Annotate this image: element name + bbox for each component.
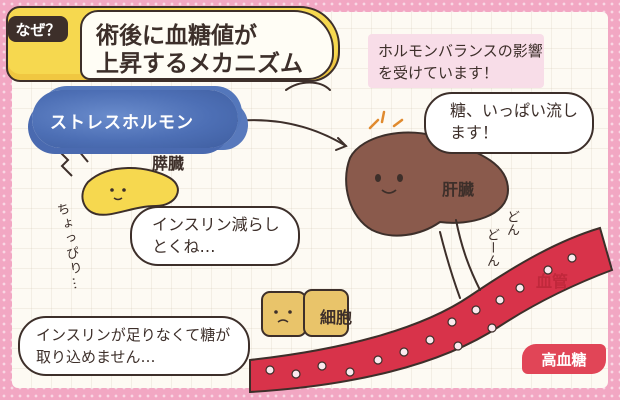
- page-title-line2: 上昇するメカニズム: [96, 51, 303, 77]
- hormone-note-text: ホルモンバランスの影響を受けています！: [378, 42, 543, 82]
- stress-hormone-label: ストレスホルモン: [50, 113, 194, 133]
- pancreas-label: 膵臓: [152, 154, 185, 173]
- liver-illustration: [345, 110, 510, 237]
- cell-label: 細胞: [320, 308, 353, 327]
- liver-sfx-1: どん: [504, 210, 519, 236]
- liver-label: 肝臓: [442, 180, 475, 199]
- high-blood-sugar-tag: 高血糖: [522, 344, 606, 374]
- title-box: [80, 10, 334, 80]
- blood-vessel-label: 血管: [536, 272, 569, 291]
- cell-illustration: [261, 289, 349, 337]
- hormone-note-box: [368, 34, 544, 88]
- cell-speech-bubble: インスリンが足りなくて糖が取り込めません…: [18, 316, 250, 376]
- pancreas-illustration: [57, 149, 179, 216]
- pancreas-speech-bubble: インスリン減らしとくね…: [130, 206, 300, 266]
- why-tag: なぜ？: [8, 16, 68, 42]
- liver-speech-bubble: 糖、いっぱい流します！: [424, 92, 594, 154]
- liver-sfx-2: どーん: [484, 228, 499, 267]
- stress-hormone-cloud: [32, 90, 238, 148]
- flow-arrows: [225, 81, 481, 299]
- blood-vessel-illustration: [249, 226, 614, 394]
- page-title-line1: 術後に血糖値が: [96, 23, 257, 49]
